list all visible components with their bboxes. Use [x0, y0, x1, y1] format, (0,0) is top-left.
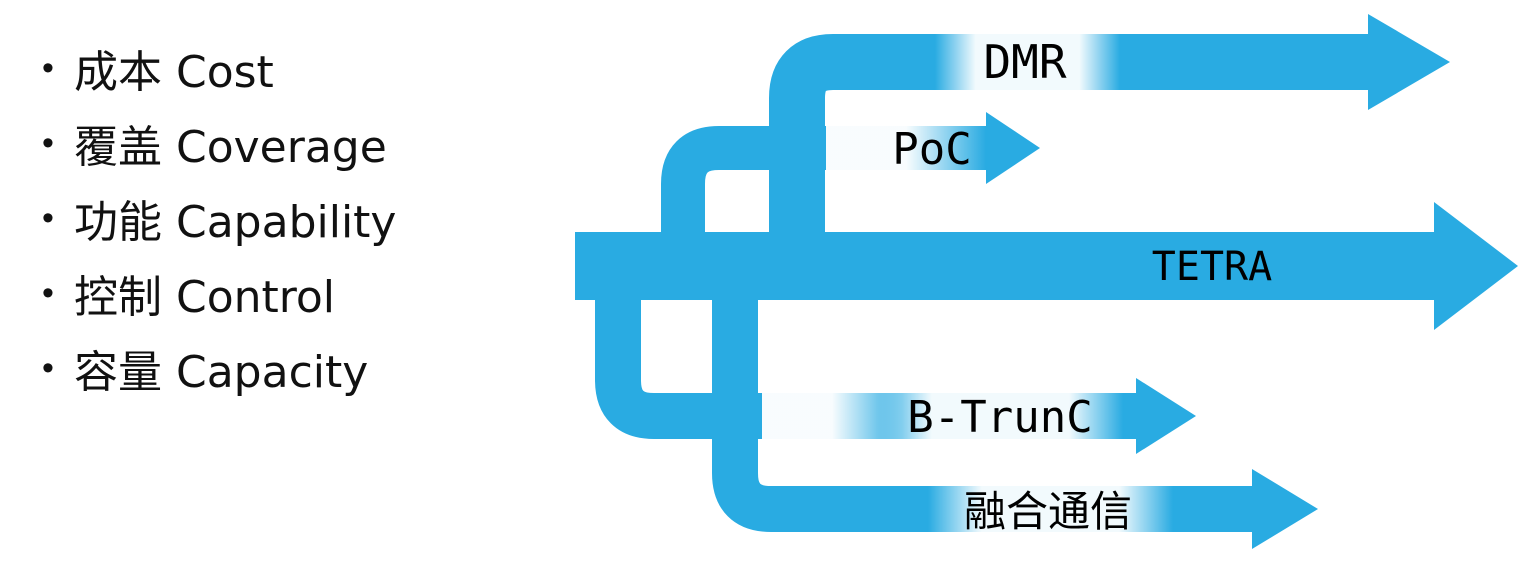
converged-comms-arrowhead-icon	[1252, 469, 1318, 549]
b-trunc-arrow-shaft	[595, 250, 1136, 439]
dmr-label: DMR	[983, 35, 1066, 89]
bullet-list: • 成本 Cost • 覆盖 Coverage • 功能 Capability …	[22, 30, 396, 405]
bullet-icon: •	[42, 48, 54, 87]
bullet-label-control: 控制 Control	[74, 271, 336, 323]
b-trunc-label: B-TrunC	[907, 392, 1092, 443]
bullet-item-control: • 控制 Control	[22, 255, 396, 330]
bullet-item-capability: • 功能 Capability	[22, 180, 396, 255]
poc-arrow-shaft	[661, 126, 986, 292]
bullet-icon: •	[42, 123, 54, 162]
bullet-icon: •	[42, 348, 54, 387]
bullet-label-capability: 功能 Capability	[74, 196, 397, 248]
converged-comms-label: 融合通信	[964, 487, 1132, 536]
dmr-arrow-shaft	[769, 34, 1368, 292]
bullet-label-cost: 成本 Cost	[74, 46, 274, 98]
tetra-label: TETRA	[1152, 244, 1272, 290]
dmr-arrowhead-icon	[1368, 14, 1450, 110]
bullet-icon: •	[42, 273, 54, 312]
poc-label: PoC	[892, 124, 971, 175]
dmr-label-backdrop	[935, 33, 1120, 91]
bullet-icon: •	[42, 198, 54, 237]
converged-comms-arrow-shaft	[712, 250, 1252, 532]
bullet-item-coverage: • 覆盖 Coverage	[22, 105, 396, 180]
bullet-label-capacity: 容量 Capacity	[74, 346, 369, 398]
b-trunc-arrowhead-icon	[1136, 378, 1196, 454]
bullet-item-cost: • 成本 Cost	[22, 30, 396, 105]
bullet-label-coverage: 覆盖 Coverage	[74, 121, 387, 173]
b-trunc-label-backdrop	[878, 391, 1123, 441]
bullet-item-capacity: • 容量 Capacity	[22, 330, 396, 405]
poc-crossing-fade	[826, 124, 986, 172]
converged-comms-label-backdrop	[928, 484, 1173, 534]
poc-arrowhead-icon	[986, 112, 1040, 184]
tetra-arrowhead-icon	[1434, 202, 1518, 330]
